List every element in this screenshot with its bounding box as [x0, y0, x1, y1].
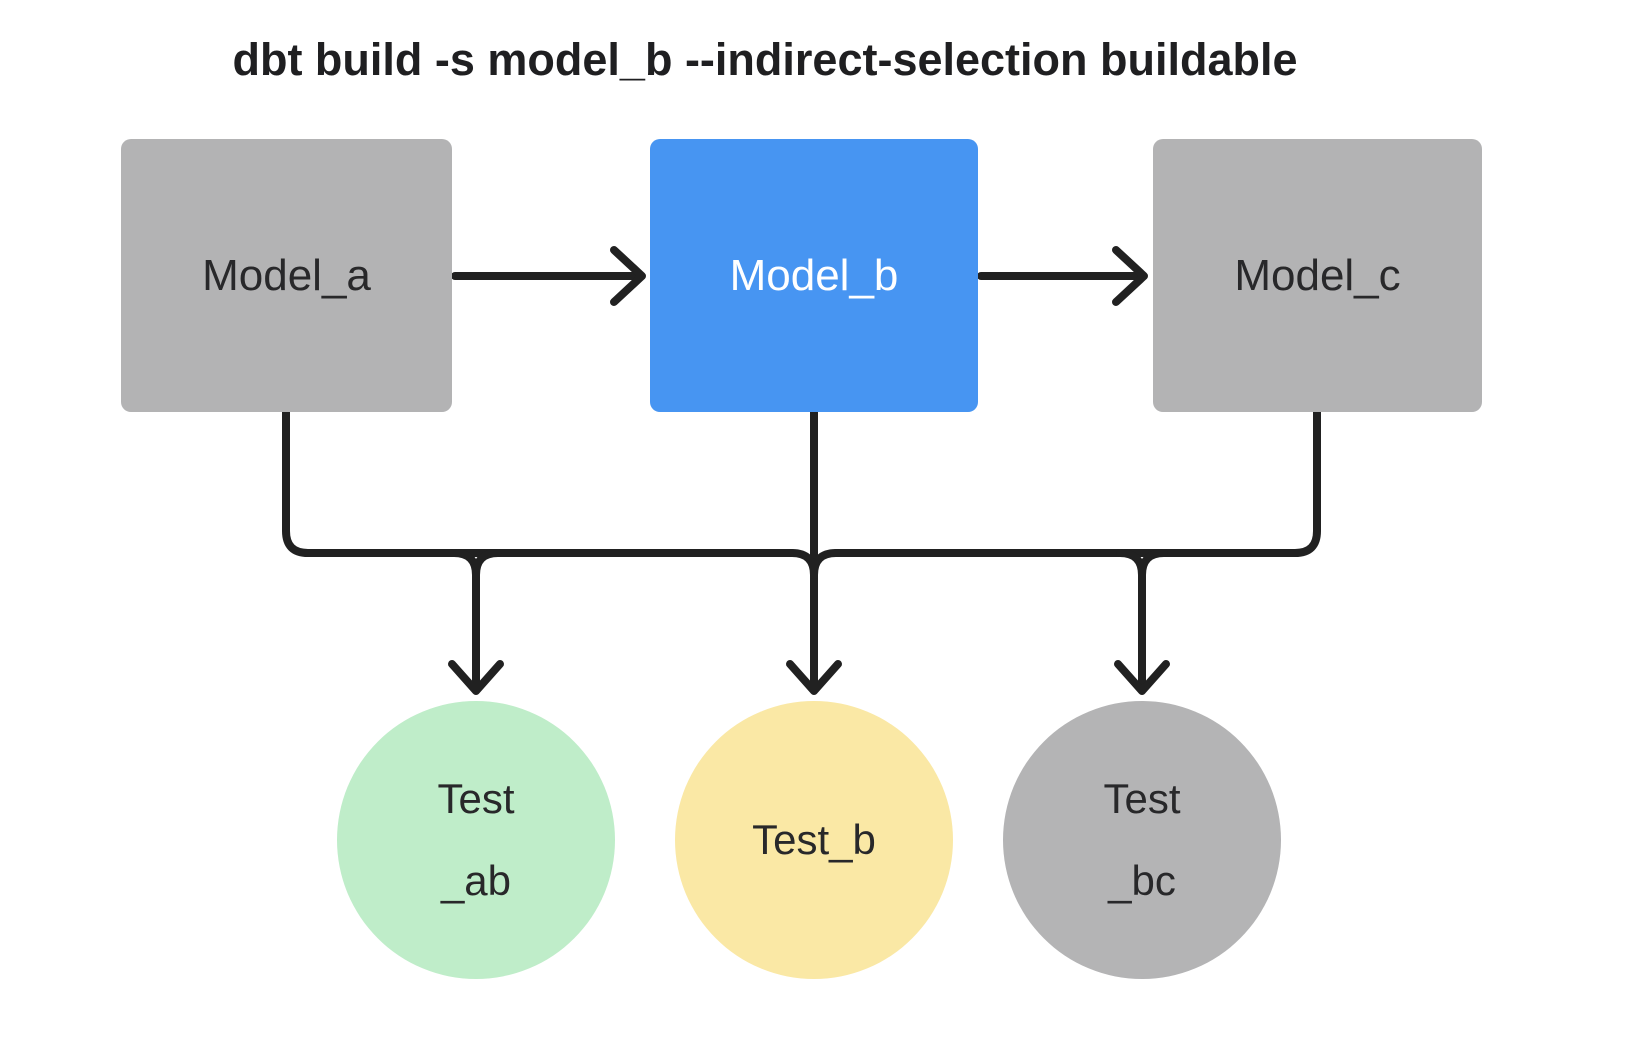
test-ab-label-line2: _ab	[440, 857, 512, 904]
test-bc-label-line2: _bc	[1108, 857, 1176, 904]
model-c-label: Model_c	[1234, 250, 1401, 300]
test-b-label-line1: Test_b	[752, 816, 876, 863]
connector-bus-to-test-ab	[448, 549, 504, 695]
test-ab-label-line1: Test	[437, 775, 515, 822]
diagram-title: dbt build -s model_b --indirect-selectio…	[232, 34, 1298, 85]
arrow-model-a-to-model-b	[451, 246, 646, 306]
test-ab-node: Test _ab	[337, 701, 615, 979]
connector-model-c-to-bus	[832, 408, 1321, 557]
model-a-label: Model_a	[202, 250, 371, 300]
model-a-node: Model_a	[121, 139, 452, 412]
connector-bus-to-test-bc	[1114, 549, 1170, 695]
test-b-node: Test_b	[675, 701, 953, 979]
connector-model-a-to-bus	[282, 408, 796, 557]
test-bc-node: Test _bc	[1003, 701, 1281, 979]
model-b-label: Model_b	[729, 250, 899, 300]
test-bc-label-line1: Test	[1103, 775, 1181, 822]
arrow-model-b-to-model-c	[977, 246, 1148, 306]
model-c-node: Model_c	[1153, 139, 1482, 412]
model-b-node: Model_b	[650, 139, 978, 412]
connector-model-b-to-test-b	[786, 408, 842, 695]
